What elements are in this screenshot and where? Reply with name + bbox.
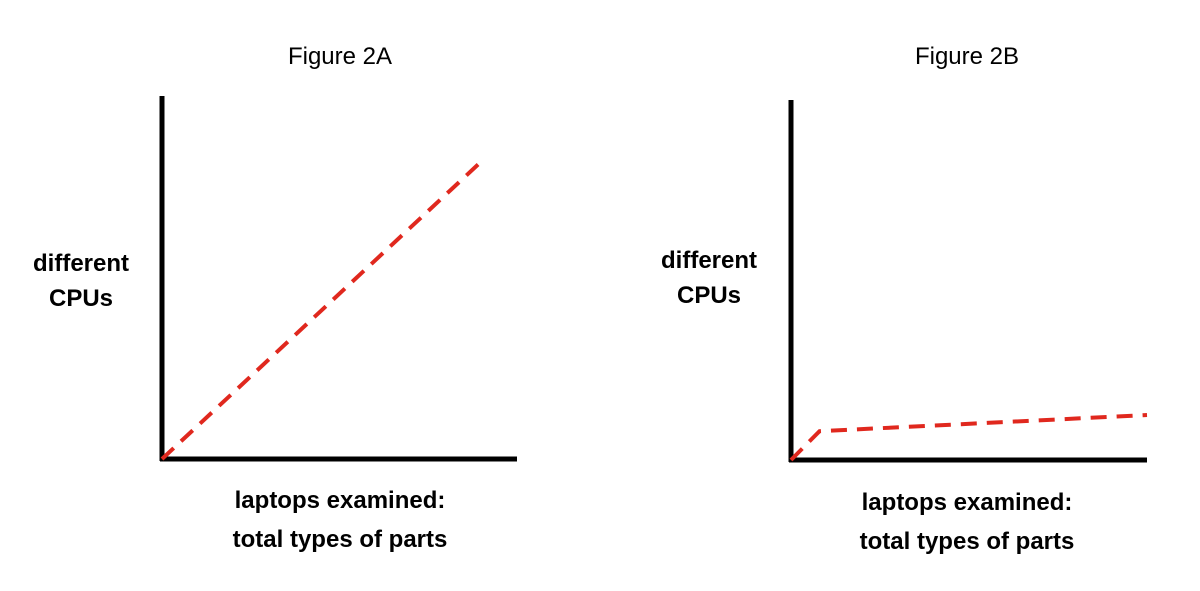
chart-title: Figure 2A bbox=[288, 43, 392, 70]
chart-title: Figure 2B bbox=[915, 43, 1019, 70]
x-axis-label-line-2: total types of parts bbox=[860, 528, 1075, 555]
series-line bbox=[160, 159, 483, 461]
chart-figure-2a: Figure 2A different CPUs laptops examine… bbox=[33, 43, 517, 553]
x-axis-label-line-1: laptops examined: bbox=[862, 489, 1073, 516]
series-line bbox=[789, 413, 1148, 462]
x-axis-label-line-1: laptops examined: bbox=[235, 487, 446, 514]
y-axis-label-line-2: CPUs bbox=[49, 285, 113, 312]
y-axis-label-line-2: CPUs bbox=[677, 282, 741, 309]
y-axis-label-line-1: different bbox=[661, 247, 757, 274]
x-axis-label-line-2: total types of parts bbox=[233, 526, 448, 553]
chart-figure-2b: Figure 2B different CPUs laptops examine… bbox=[661, 43, 1148, 555]
y-axis-label-line-1: different bbox=[33, 250, 129, 277]
